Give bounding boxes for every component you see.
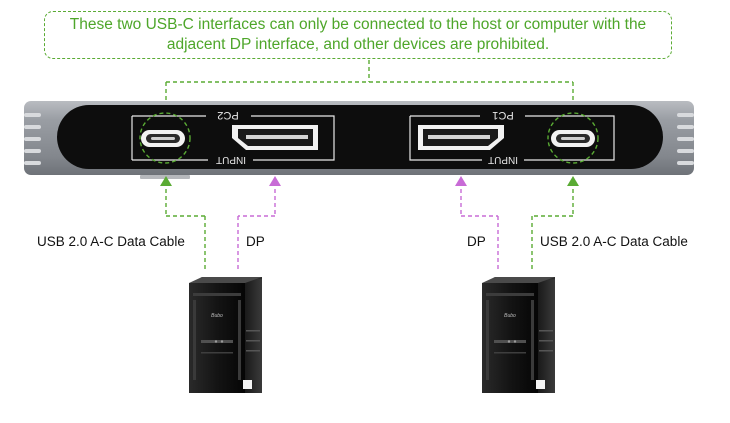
kvm-device: PC2 INPUT PC1 INPUT [24,101,694,179]
callout-line-1: These two USB-C interfaces can only be c… [69,16,647,33]
brand-logo-right: Bubo [504,313,516,319]
input-label-right: INPUT [488,154,518,165]
vent-left [24,113,41,165]
label-right-dp-cable: DP [467,234,486,249]
brand-logo-left: Bubo [211,313,223,319]
dp-cable-lines [237,182,499,272]
usb-cable-lines [165,182,574,272]
label-right-usb-cable: USB 2.0 A-C Data Cable [540,234,688,249]
usb-c-highlight-left [139,112,191,164]
port-panel [57,105,663,169]
vent-right [677,113,694,165]
computer-tower-left: Bubo [189,277,262,393]
pc2-label: PC2 [217,109,238,121]
input-label-left: INPUT [216,154,246,165]
label-left-dp-cable: DP [246,234,265,249]
callout-line-2: adjacent DP interface, and other devices… [166,36,550,53]
dp-port-left[interactable] [232,125,318,150]
computer-tower-right: Bubo [482,277,555,393]
usb-c-highlight-right [547,112,599,164]
pc1-label: PC1 [492,109,513,121]
dp-arrowheads [269,176,467,186]
usb-arrowheads [160,176,579,186]
dp-port-right[interactable] [418,125,504,150]
usb-c-port-left[interactable] [141,130,185,147]
callout-box: These two USB-C interfaces can only be c… [44,11,672,59]
usb-c-port-right[interactable] [551,130,595,147]
label-left-usb-cable: USB 2.0 A-C Data Cable [37,234,185,249]
